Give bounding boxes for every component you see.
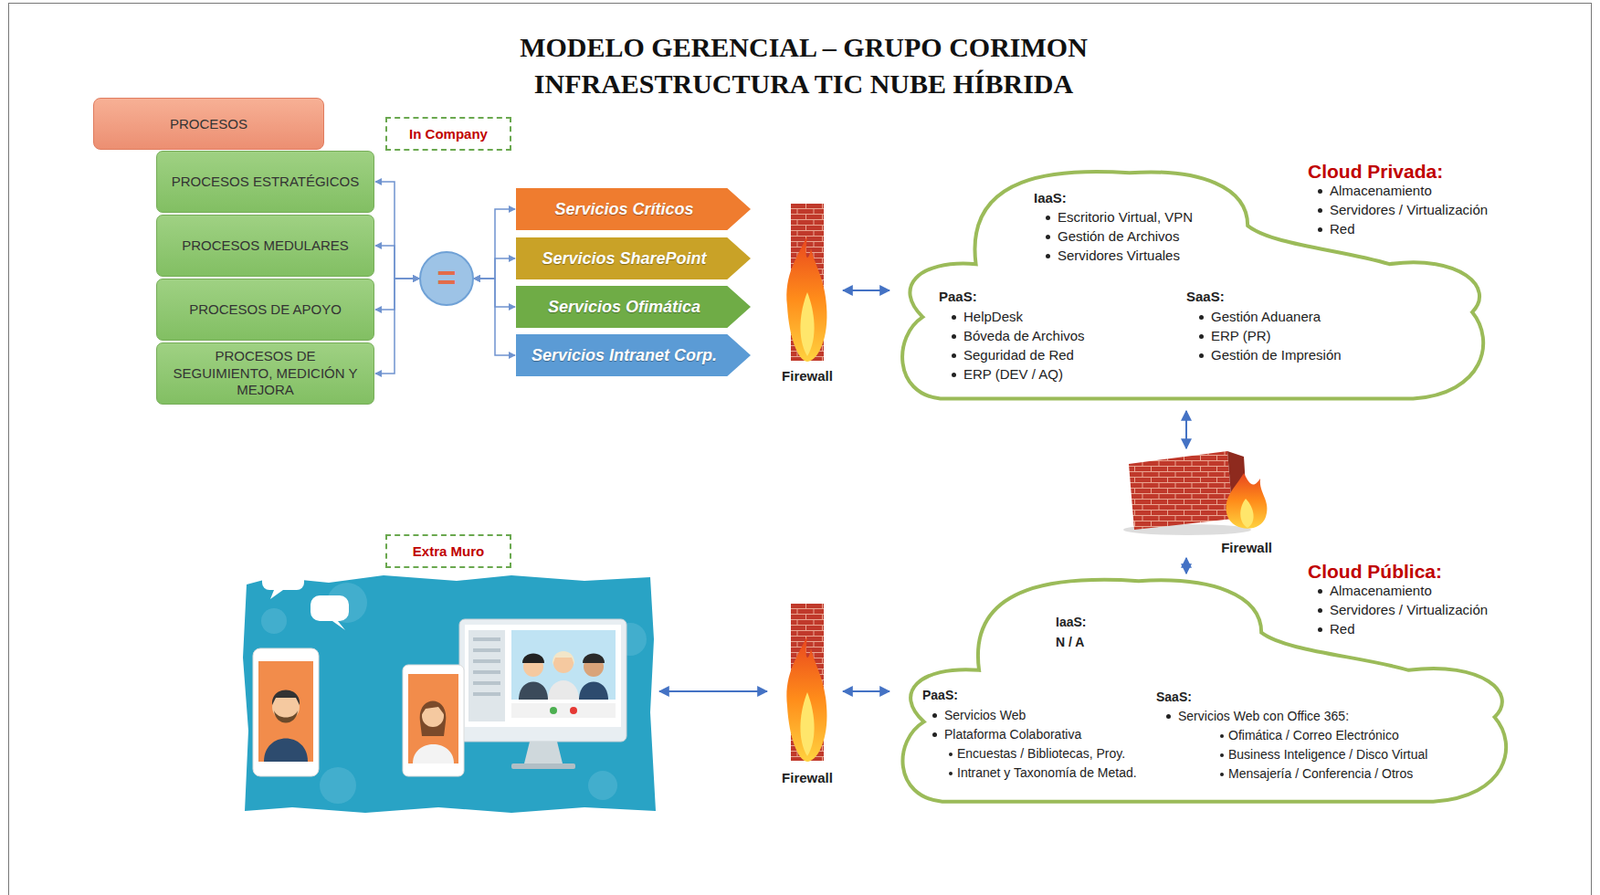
node-label: PROCESOS — [169, 115, 248, 132]
connector — [375, 245, 420, 279]
service-item: Bóveda de Archivos — [947, 327, 1085, 345]
service-item: ERP (PR) — [1194, 327, 1272, 345]
service-heading: N / A — [1055, 633, 1085, 651]
page-frame — [9, 3, 1592, 895]
service-item: Gestión Aduanera — [1194, 308, 1321, 326]
firewall: Firewall — [775, 202, 840, 384]
firewall: Firewall — [775, 602, 840, 786]
cloud-resource: Servidores / Virtualización — [1313, 601, 1488, 619]
process-box: PROCESOS DE SEGUIMIENTO, MEDICIÓN Y MEJO… — [156, 342, 375, 405]
cloud-title: Cloud Pública: — [1307, 560, 1443, 583]
service-item: Intranet y Taxonomía de Metad. — [946, 764, 1137, 781]
cloud-resource: Servidores / Virtualización — [1313, 201, 1488, 219]
connector — [473, 258, 516, 279]
social-illustration — [242, 527, 656, 813]
node-label: PROCESOS ESTRATÉGICOS — [171, 173, 360, 191]
service-item: Gestión de Archivos — [1041, 228, 1179, 245]
service-item: ERP (DEV / AQ) — [947, 366, 1064, 383]
service-item: Gestión de Impresión — [1194, 347, 1342, 364]
node-label: PROCESOS DE SEGUIMIENTO, MEDICIÓN Y MEJO… — [166, 347, 365, 400]
cloud-resource: Red — [1313, 221, 1356, 238]
service-heading: PaaS: — [922, 686, 958, 704]
firewall-label: Firewall — [775, 368, 840, 384]
service-arrow: Servicios Intranet Corp. — [515, 334, 751, 377]
cloud-resource: Almacenamiento — [1313, 582, 1432, 600]
connector — [1185, 410, 1188, 449]
service-arrow: Servicios Ofimática — [515, 285, 751, 328]
cloud-resource: Red — [1313, 621, 1356, 638]
connector — [1185, 557, 1188, 574]
process-box: PROCESOS DE APOYO — [156, 278, 375, 341]
connector — [375, 181, 420, 279]
connector — [375, 278, 420, 374]
firewall-icon — [1123, 451, 1268, 536]
node-label: Servicios SharePoint — [541, 249, 706, 269]
service-item: HelpDesk — [947, 308, 1023, 326]
connector — [473, 278, 516, 356]
connector — [842, 289, 890, 292]
cloud-resource: Almacenamiento — [1313, 182, 1432, 200]
service-arrow: Servicios Críticos — [515, 188, 751, 231]
node-label: Servicios Intranet Corp. — [531, 346, 717, 366]
service-item: Business Inteligence / Disco Virtual — [1217, 746, 1428, 763]
service-heading: SaaS: — [1156, 688, 1192, 706]
service-item: Plataforma Colaborativa — [927, 726, 1082, 743]
process-header: PROCESOS — [93, 97, 325, 150]
node-label: PROCESOS DE APOYO — [189, 301, 342, 319]
process-box: PROCESOS ESTRATÉGICOS — [156, 150, 375, 213]
node-label: Extra Muro — [412, 543, 485, 559]
firewall-icon — [786, 603, 827, 762]
firewall-icon — [786, 203, 827, 362]
service-item: Servicios Web con Office 365: — [1161, 707, 1349, 725]
connector — [842, 690, 890, 693]
firewall: Firewall — [1121, 451, 1273, 556]
firewall-label: Firewall — [775, 769, 840, 786]
connector — [375, 278, 420, 310]
zone-tag: In Company — [385, 116, 512, 151]
cloud-title: Cloud Privada: — [1307, 160, 1443, 183]
diagram-title: MODELO GERENCIAL – GRUPO CORIMON INFRAES… — [447, 29, 1160, 103]
service-item: Seguridad de Red — [947, 347, 1074, 364]
node-label: Servicios Ofimática — [547, 297, 701, 317]
service-item: Escritorio Virtual, VPN — [1041, 209, 1193, 226]
service-heading: IaaS: — [1033, 189, 1067, 207]
firewall-label: Firewall — [1121, 539, 1273, 556]
service-item: Servicios Web — [927, 706, 1026, 724]
connector — [473, 209, 516, 279]
node-label: In Company — [409, 126, 488, 142]
node-label: Servicios Críticos — [554, 200, 694, 220]
service-heading: SaaS: — [1186, 288, 1225, 306]
service-item: Servidores Virtuales — [1041, 247, 1180, 264]
service-arrow: Servicios SharePoint — [515, 237, 751, 280]
service-heading: PaaS: — [938, 288, 978, 306]
node-label: PROCESOS MEDULARES — [181, 237, 349, 255]
process-box: PROCESOS MEDULARES — [156, 214, 375, 277]
hub-circle: = — [419, 251, 474, 306]
service-item: Encuestas / Bibliotecas, Proy. — [946, 745, 1126, 762]
access-arrow — [659, 690, 768, 693]
service-heading: IaaS: — [1055, 613, 1086, 631]
zone-tag: Extra Muro — [385, 534, 512, 569]
node-label: = — [436, 262, 456, 295]
service-item: Ofimática / Correo Electrónico — [1217, 726, 1400, 744]
service-item: Mensajería / Conferencia / Otros — [1217, 765, 1413, 782]
